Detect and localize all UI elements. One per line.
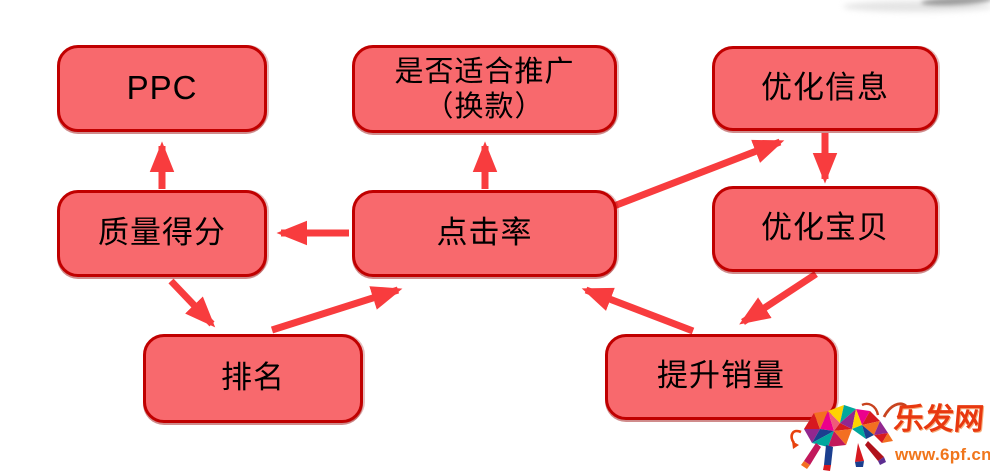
arrow-quality-score-to-ranking bbox=[168, 278, 216, 328]
watermark-site-url: www.6pf.cn bbox=[895, 445, 990, 464]
node-suitable-for-promotion: 是否适合推广 （换款） bbox=[352, 45, 617, 133]
corner-smudge-light bbox=[843, 1, 990, 12]
bull-logo bbox=[790, 402, 907, 471]
node-suitable-label: 是否适合推广 （换款） bbox=[394, 53, 575, 123]
node-ranking: 排名 bbox=[143, 334, 363, 423]
node-boost-sales-label: 提升销量 bbox=[657, 358, 785, 395]
node-ranking-label: 排名 bbox=[221, 359, 285, 396]
node-quality-score: 质量得分 bbox=[57, 190, 267, 277]
arrow-optimize-product-to-boost-sales bbox=[739, 271, 818, 325]
node-click-rate: 点击率 bbox=[352, 190, 617, 277]
watermark-site-name: 乐发网 bbox=[892, 402, 986, 437]
node-quality-score-label: 质量得分 bbox=[98, 214, 226, 251]
node-boost-sales: 提升销量 bbox=[605, 334, 837, 420]
node-click-rate-label: 点击率 bbox=[436, 214, 533, 251]
node-optimize-product: 优化宝贝 bbox=[712, 186, 938, 272]
node-optimize-info-label: 优化信息 bbox=[761, 69, 889, 106]
arrow-ranking-to-click-rate bbox=[270, 286, 403, 334]
node-ppc: PPC bbox=[57, 45, 267, 132]
arrow-boost-sales-to-click-rate bbox=[581, 286, 695, 335]
node-ppc-label: PPC bbox=[126, 69, 198, 107]
node-optimize-info: 优化信息 bbox=[712, 46, 938, 131]
node-optimize-product-label: 优化宝贝 bbox=[761, 210, 889, 247]
